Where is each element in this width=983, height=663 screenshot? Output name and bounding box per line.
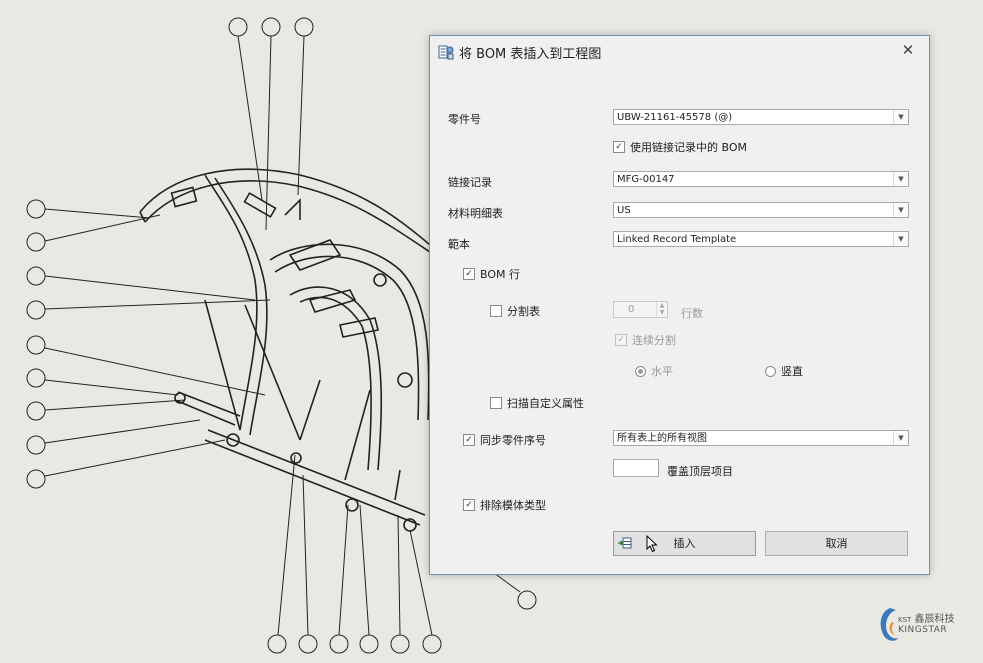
bom-app-icon (438, 45, 454, 60)
bom-rows-checkbox[interactable]: ✓ BOM 行 (463, 266, 520, 282)
horizontal-radio[interactable]: 水平 (635, 363, 673, 379)
checkbox-unchecked-icon (490, 305, 502, 317)
kingstar-swirl-icon (880, 608, 898, 641)
insert-table-icon (618, 537, 632, 549)
exclude-model-types-label: 排除模体类型 (480, 499, 546, 512)
balloon-left-7 (26, 399, 186, 421)
chevron-down-icon: ▼ (893, 203, 908, 217)
radio-selected-icon (635, 365, 646, 377)
use-linked-bom-checkbox[interactable]: ✓ 使用链接记录中的 BOM (613, 139, 747, 155)
sync-balloons-dropdown[interactable]: 所有表上的所有视图 ▼ (613, 430, 909, 446)
part-number-label: 零件号 (448, 113, 481, 126)
linked-record-dropdown[interactable]: MFG-00147 ▼ (613, 171, 909, 187)
chevron-down-icon: ▼ (893, 172, 908, 186)
radio-unselected-icon (765, 365, 776, 377)
override-top-input[interactable] (613, 459, 659, 477)
brand-name-en: KINGSTAR (898, 625, 948, 635)
checkbox-checked-icon: ✓ (613, 141, 625, 153)
split-table-checkbox[interactable]: 分割表 (490, 303, 540, 319)
brand-prefix: KST (898, 616, 912, 624)
vertical-label: 竖直 (781, 365, 803, 378)
chevron-down-icon: ▼ (893, 431, 908, 445)
spinner-arrows-icon: ▲▼ (656, 302, 667, 317)
kingstar-logo: KST 鑫辰科技 KINGSTAR (876, 604, 966, 644)
dialog-title-bar: 将 BOM 表插入到工程图 (438, 42, 601, 62)
insert-button[interactable]: 插入 (613, 531, 756, 556)
continuous-split-label: 连续分割 (632, 334, 676, 347)
cancel-button-label: 取消 (825, 537, 848, 550)
balloon-bottom-3 (329, 504, 349, 654)
split-table-label: 分割表 (507, 305, 540, 318)
scan-custom-props-checkbox[interactable]: 扫描自定义属性 (490, 395, 584, 411)
template-label: 範本 (448, 238, 470, 251)
chevron-down-icon: ▼ (893, 110, 908, 124)
exclude-model-types-checkbox[interactable]: ✓ 排除模体类型 (463, 497, 546, 513)
template-value: Linked Record Template (617, 234, 737, 245)
close-icon: ✕ (901, 41, 915, 59)
balloon-bottom-6 (409, 529, 442, 654)
brand-name: KST 鑫辰科技 (898, 610, 955, 625)
checkbox-unchecked-icon (490, 397, 502, 409)
rows-count-label: 行数 (681, 307, 703, 320)
linked-record-label: 链接记录 (448, 176, 492, 189)
rows-count-value: 0 (628, 304, 635, 315)
part-number-dropdown[interactable]: UBW-21161-45578 (@) ▼ (613, 109, 909, 125)
sync-balloons-checkbox[interactable]: ✓ 同步零件序号 (463, 432, 546, 448)
chevron-down-icon: ▼ (893, 232, 908, 246)
balloon-top-3 (294, 17, 314, 196)
bom-rows-label: BOM 行 (480, 268, 520, 281)
vertical-radio[interactable]: 竖直 (765, 363, 803, 379)
brand-cn: 鑫辰科技 (914, 614, 955, 625)
sync-balloons-value: 所有表上的所有视图 (617, 433, 707, 444)
balloon-left-9 (26, 439, 226, 489)
bom-table-value: US (617, 205, 631, 216)
insert-button-label: 插入 (673, 537, 696, 550)
mouse-pointer-icon (646, 535, 658, 553)
insert-bom-dialog: 将 BOM 表插入到工程图 ✕ 零件号 UBW-21161-45578 (@) … (429, 35, 930, 575)
scan-custom-props-label: 扫描自定义属性 (507, 397, 584, 410)
linked-record-value: MFG-00147 (617, 174, 675, 185)
balloon-left-5 (26, 335, 266, 396)
balloon-left-8 (26, 419, 201, 455)
bom-table-dropdown[interactable]: US ▼ (613, 202, 909, 218)
balloon-bottom-1 (267, 454, 296, 654)
horizontal-label: 水平 (651, 365, 673, 378)
balloon-left-3 (26, 266, 256, 301)
checkbox-checked-icon: ✓ (463, 268, 475, 280)
sync-balloons-label: 同步零件序号 (480, 434, 546, 447)
balloon-left-6 (26, 368, 179, 396)
use-linked-bom-label: 使用链接记录中的 BOM (630, 141, 747, 154)
balloon-right-1 (489, 569, 537, 610)
bom-table-label: 材料明细表 (448, 207, 503, 220)
dialog-title: 将 BOM 表插入到工程图 (459, 46, 602, 62)
balloon-left-2 (26, 214, 161, 252)
balloon-bottom-4 (359, 504, 379, 654)
frame-outline (139, 168, 431, 532)
template-dropdown[interactable]: Linked Record Template ▼ (613, 231, 909, 247)
balloon-left-1 (26, 199, 151, 219)
checkbox-checked-icon: ✓ (463, 434, 475, 446)
override-top-label: 覆盖顶层项目 (667, 465, 733, 478)
part-number-value: UBW-21161-45578 (@) (617, 112, 733, 123)
checkbox-checked-icon: ✓ (615, 334, 627, 346)
balloon-bottom-2 (298, 474, 318, 654)
balloon-left-4 (26, 299, 271, 320)
balloon-top-1 (228, 17, 263, 201)
balloon-top-2 (261, 17, 281, 231)
cancel-button[interactable]: 取消 (765, 531, 908, 556)
close-button[interactable]: ✕ (899, 41, 917, 59)
checkbox-checked-icon: ✓ (463, 499, 475, 511)
continuous-split-checkbox[interactable]: ✓ 连续分割 (615, 332, 676, 348)
balloon-bottom-5 (390, 514, 410, 654)
rows-count-spinner[interactable]: 0 ▲▼ (613, 301, 668, 318)
